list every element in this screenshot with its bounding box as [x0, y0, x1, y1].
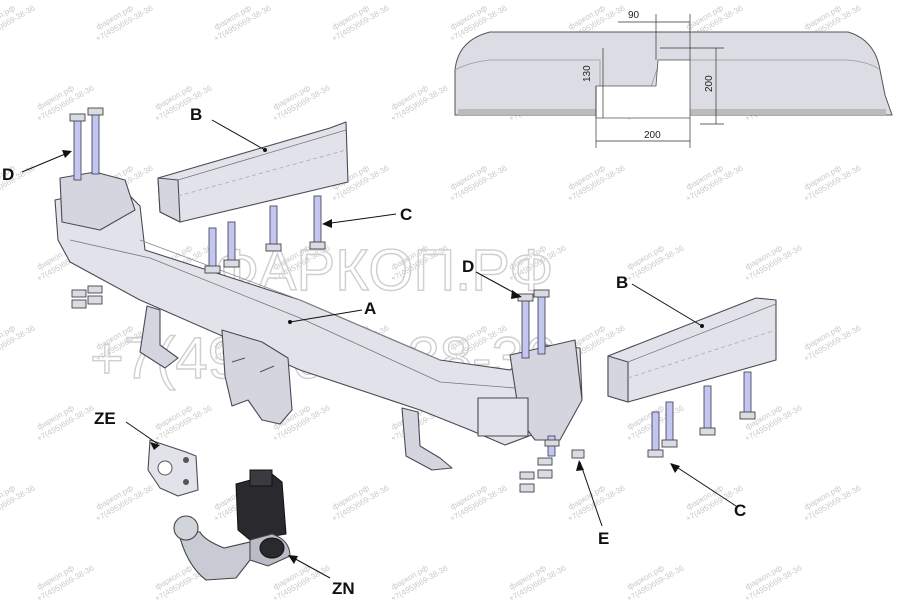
- watermark-tile: фаркоп.рф+7(495)669-38-36: [561, 155, 627, 204]
- watermark-tile: фаркоп.рф+7(495)669-38-36: [0, 315, 37, 364]
- label-d-right: D: [462, 257, 474, 276]
- watermark-tile: фаркоп.рф+7(495)669-38-36: [443, 155, 509, 204]
- bolts-d-left: [69, 107, 104, 309]
- watermark-tile: фаркоп.рф+7(495)669-38-36: [620, 555, 686, 600]
- label-a: A: [364, 299, 376, 318]
- watermark-tile: фаркоп.рф+7(495)669-38-36: [0, 475, 37, 524]
- watermark-tile: фаркоп.рф+7(495)669-38-36: [148, 395, 214, 444]
- watermark-tile: фаркоп.рф+7(495)669-38-36: [30, 555, 96, 600]
- bolts-d-right: [517, 289, 553, 493]
- crossbar-a: [54, 171, 583, 471]
- label-b-left: B: [190, 105, 202, 124]
- bolts-c-left: [204, 195, 326, 274]
- watermark-tile: фаркоп.рф+7(495)669-38-36: [89, 475, 155, 524]
- watermark-tile: фаркоп.рф+7(495)669-38-36: [0, 0, 37, 43]
- dimension-bottom-width: 200: [644, 130, 661, 141]
- watermark-tile: фаркоп.рф+7(495)669-38-36: [30, 75, 96, 124]
- watermark-tile: фаркоп.рф+7(495)669-38-36: [738, 235, 804, 284]
- watermark-tile: фаркоп.рф+7(495)669-38-36: [89, 0, 155, 43]
- watermark-tile: фаркоп.рф+7(495)669-38-36: [384, 75, 450, 124]
- dimension-lines: [595, 14, 724, 148]
- label-e: E: [598, 529, 609, 548]
- bolts-c-right: [647, 371, 756, 458]
- dimension-left-height: 130: [582, 65, 593, 82]
- watermark-tile: фаркоп.рф+7(495)669-38-36: [738, 555, 804, 600]
- watermark-tile: фаркоп.рф+7(495)669-38-36: [384, 555, 450, 600]
- dimension-top-width: 90: [628, 10, 640, 21]
- label-ze: ZE: [94, 409, 116, 428]
- label-b-right: B: [616, 273, 628, 292]
- watermark-tile: фаркоп.рф+7(495)669-38-36: [502, 555, 568, 600]
- leader-lines: [21, 119, 737, 579]
- bracket-b-left: [157, 121, 349, 223]
- bolt-e: [544, 435, 585, 459]
- label-zn: ZN: [332, 579, 355, 598]
- watermark-tile: фаркоп.рф+7(495)669-38-36: [325, 0, 391, 43]
- watermark-tile: фаркоп.рф+7(495)669-38-36: [797, 155, 863, 204]
- watermark-tile: фаркоп.рф+7(495)669-38-36: [443, 475, 509, 524]
- bumper-profile-drawing: 90 130 200 200: [454, 10, 893, 148]
- watermark-tile: фаркоп.рф+7(495)669-38-36: [325, 475, 391, 524]
- watermark-tile: фаркоп.рф+7(495)669-38-36: [30, 395, 96, 444]
- watermark-tile: фаркоп.рф+7(495)669-38-36: [561, 475, 627, 524]
- watermark-tile: фаркоп.рф+7(495)669-38-36: [620, 235, 686, 284]
- label-c-right: C: [734, 501, 746, 520]
- towball-zn: [173, 469, 291, 581]
- watermark-tile: фаркоп.рф+7(495)669-38-36: [797, 315, 863, 364]
- watermark-tile: фаркоп.рф+7(495)669-38-36: [797, 475, 863, 524]
- electrical-bracket-ze: [147, 439, 199, 497]
- watermark-tile: фаркоп.рф+7(495)669-38-36: [266, 75, 332, 124]
- watermark-tile: фаркоп.рф+7(495)669-38-36: [148, 75, 214, 124]
- watermark-tile: фаркоп.рф+7(495)669-38-36: [207, 0, 273, 43]
- dimension-right-height: 200: [704, 75, 715, 92]
- label-c-left: C: [400, 205, 412, 224]
- bracket-b-right: [607, 297, 777, 403]
- watermark-tile: фаркоп.рф+7(495)669-38-36: [679, 155, 745, 204]
- label-d-left: D: [2, 165, 14, 184]
